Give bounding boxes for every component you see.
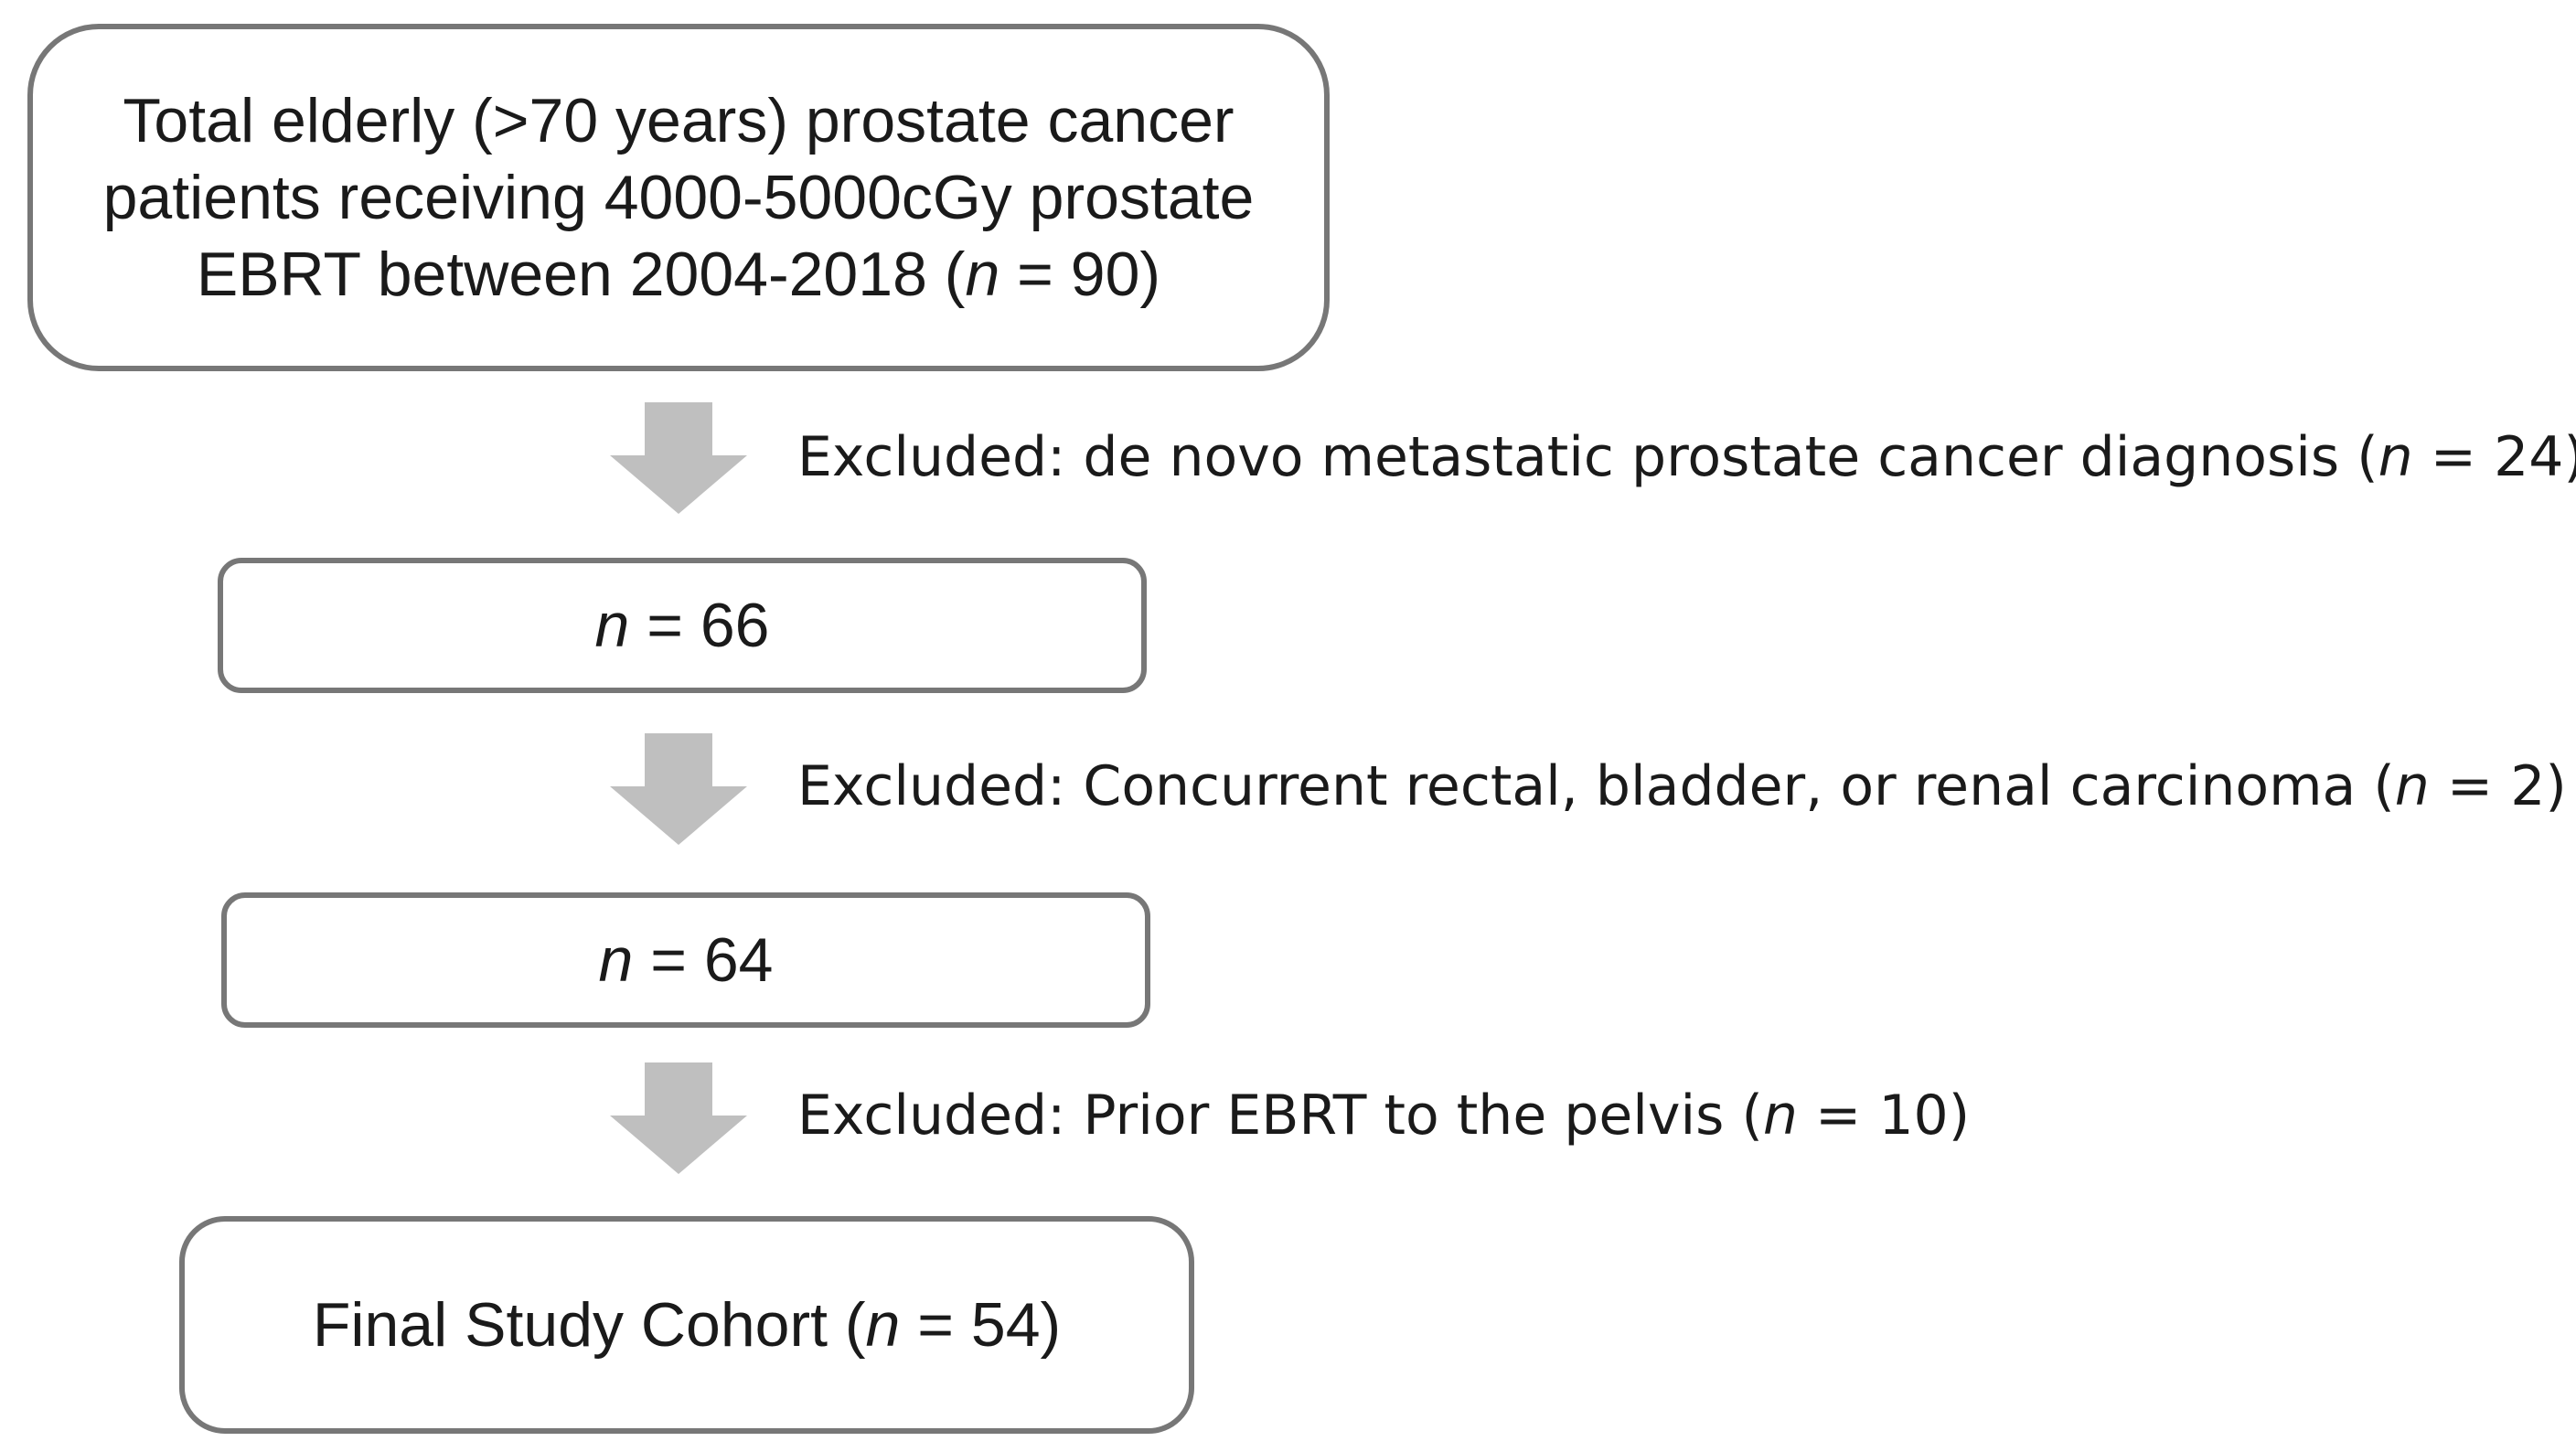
initial-cohort-text: Total elderly (>70 years) prostate cance… [103, 82, 1255, 314]
exclusion-concurrent-suffix: = 2) [2429, 754, 2567, 818]
initial-cohort-box: Total elderly (>70 years) prostate cance… [27, 24, 1330, 371]
initial-cohort-n-symbol: n [965, 240, 1000, 310]
cohort-64-n-symbol: n [598, 924, 634, 995]
cohort-after-exclusion-1-box: n = 66 [218, 558, 1147, 693]
cohort-after-exclusion-2-box: n = 64 [221, 892, 1150, 1028]
exclusion-prior-ebrt-suffix: = 10) [1797, 1084, 1971, 1148]
exclusion-metastatic-prefix: Excluded: de novo metastatic prostate ca… [797, 425, 2378, 489]
final-cohort-suffix: = 54) [900, 1289, 1062, 1360]
cohort-66-n-symbol: n [594, 590, 630, 660]
exclusion-concurrent-prefix: Excluded: Concurrent rectal, bladder, or… [797, 754, 2395, 818]
initial-cohort-line3-suffix: = 90) [999, 240, 1161, 310]
initial-cohort-line2: patients receiving 4000-5000cGy prostate [102, 162, 1255, 232]
exclusion-metastatic-label: Excluded: de novo metastatic prostate ca… [797, 430, 2576, 485]
initial-cohort-line1: Total elderly (>70 years) prostate cance… [123, 85, 1235, 155]
cohort-66-value: = 66 [629, 590, 770, 660]
down-arrow-icon [610, 402, 747, 514]
exclusion-concurrent-n-symbol: n [2394, 754, 2430, 818]
cohort-after-exclusion-2-text: n = 64 [599, 922, 774, 998]
down-arrow-icon [610, 1062, 747, 1174]
exclusion-metastatic-suffix: = 24) [2412, 425, 2576, 489]
cohort-after-exclusion-1-text: n = 66 [595, 587, 770, 664]
exclusion-prior-ebrt-label: Excluded: Prior EBRT to the pelvis (n = … [797, 1088, 1970, 1143]
exclusion-prior-ebrt-n-symbol: n [1762, 1084, 1798, 1148]
final-study-cohort-text: Final Study Cohort (n = 54) [313, 1287, 1061, 1363]
initial-cohort-line3-prefix: EBRT between 2004-2018 ( [196, 240, 966, 310]
exclusion-concurrent-carcinoma-label: Excluded: Concurrent rectal, bladder, or… [797, 759, 2567, 814]
down-arrow-icon [610, 733, 747, 845]
final-study-cohort-box: Final Study Cohort (n = 54) [179, 1216, 1194, 1434]
exclusion-prior-ebrt-prefix: Excluded: Prior EBRT to the pelvis ( [797, 1084, 1763, 1148]
final-cohort-prefix: Final Study Cohort ( [312, 1289, 866, 1360]
exclusion-metastatic-n-symbol: n [2378, 425, 2413, 489]
cohort-64-value: = 64 [633, 924, 774, 995]
final-cohort-n-symbol: n [865, 1289, 901, 1360]
